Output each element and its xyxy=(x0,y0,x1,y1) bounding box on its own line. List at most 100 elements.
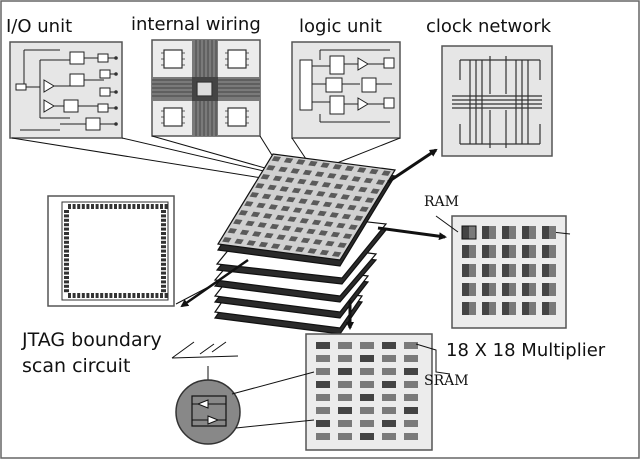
sram-block xyxy=(316,368,330,375)
chip-logic-cell xyxy=(295,246,305,253)
chip-logic-cell xyxy=(238,210,248,216)
multiplier-sram-panel xyxy=(305,333,451,451)
chip-logic-cell xyxy=(276,234,286,240)
jtag-cell xyxy=(123,204,127,209)
ram-block xyxy=(529,283,536,296)
chip-logic-cell xyxy=(290,168,300,174)
jtag-cell xyxy=(127,204,131,209)
jtag-cell xyxy=(72,204,76,209)
ram-highlight-block xyxy=(461,225,477,240)
chip-logic-cell xyxy=(272,175,283,182)
jtag-cell xyxy=(68,293,71,298)
jtag-cell xyxy=(161,223,166,227)
jtag-cell xyxy=(86,204,90,209)
ram-block xyxy=(502,245,509,258)
jtag-cell xyxy=(161,280,166,284)
sram-block xyxy=(404,394,418,401)
ram-block xyxy=(502,226,509,239)
ram-block xyxy=(529,226,536,239)
jtag-cell xyxy=(118,293,122,298)
arrow-to-clock-network xyxy=(387,148,438,184)
chip-logic-cell xyxy=(358,186,368,193)
ram-block xyxy=(462,226,469,239)
sram-block xyxy=(382,394,396,401)
jtag-cell xyxy=(64,254,69,257)
chip-logic-cell xyxy=(333,183,344,190)
chip-logic-cell xyxy=(239,229,250,236)
ram-block xyxy=(462,302,469,315)
chip-logic-cell xyxy=(381,170,391,176)
internal-wiring-panel xyxy=(151,39,261,137)
sram-block xyxy=(360,407,374,414)
chip-logic-cell xyxy=(291,187,302,194)
ram-block xyxy=(462,283,469,296)
jtag-cell xyxy=(161,236,166,240)
jtag-cell xyxy=(155,204,159,209)
ram-block xyxy=(549,283,556,296)
chip-logic-cell xyxy=(266,165,276,171)
chip-logic-cell xyxy=(324,221,334,227)
chip-logic-cell xyxy=(244,201,254,207)
jtag-cell xyxy=(160,204,163,209)
jtag-cell xyxy=(64,218,69,222)
ram-block-grid xyxy=(461,225,556,315)
sram-block xyxy=(404,342,418,349)
jtag-cell xyxy=(64,258,69,262)
jtag-cell xyxy=(64,240,69,244)
jtag-cell xyxy=(161,232,166,235)
jtag-cell xyxy=(137,204,140,209)
sram-block xyxy=(316,342,330,349)
chip-logic-cell xyxy=(346,185,356,191)
ram-block xyxy=(469,302,476,315)
jtag-cell xyxy=(155,293,159,298)
chip-logic-cell xyxy=(370,188,380,194)
jtag-cell xyxy=(64,227,69,231)
sram-block xyxy=(404,433,418,440)
clock-network-panel xyxy=(441,45,553,157)
chip-logic-cell-grid xyxy=(222,156,391,257)
chip-logic-cell xyxy=(342,233,353,239)
jtag-boundary-panel xyxy=(47,195,175,307)
sram-block xyxy=(404,407,418,414)
ram-block xyxy=(529,264,536,277)
sram-block xyxy=(360,394,374,401)
chip-logic-cell xyxy=(369,168,379,175)
jtag-cell xyxy=(161,245,166,249)
chip-logic-cell xyxy=(283,245,293,251)
chip-logic-cell xyxy=(292,207,303,213)
ram-block xyxy=(462,245,469,258)
chip-logic-cell xyxy=(271,156,281,162)
chip-logic-cell xyxy=(303,189,314,195)
ram-block xyxy=(529,245,536,258)
chip-logic-cell xyxy=(246,240,256,246)
ram-block xyxy=(469,283,476,296)
jtag-cell xyxy=(64,245,69,249)
ram-block xyxy=(482,245,489,258)
jtag-cell xyxy=(100,293,104,298)
ram-block xyxy=(522,245,529,258)
sram-block xyxy=(360,355,374,362)
jtag-cell xyxy=(64,214,69,218)
chip-logic-cell xyxy=(353,215,364,221)
jtag-cell xyxy=(161,240,166,244)
jtag-cell xyxy=(161,284,166,288)
ram-block xyxy=(489,245,496,258)
jtag-cell xyxy=(104,204,108,209)
sram-block xyxy=(360,381,374,388)
jtag-label-line1: JTAG boundary xyxy=(21,329,162,351)
jtag-cell xyxy=(164,293,168,298)
chip-logic-cell xyxy=(283,157,294,164)
sram-block xyxy=(316,420,330,427)
chip-logic-cell xyxy=(267,184,277,191)
chip-logic-cell xyxy=(318,230,328,236)
jtag-cell xyxy=(146,204,150,209)
chip-logic-cell xyxy=(325,240,335,247)
chip-logic-cell xyxy=(340,194,350,200)
jtag-cell xyxy=(72,293,76,298)
ram-block xyxy=(482,264,489,277)
ram-block xyxy=(509,264,516,277)
chip-logic-cell xyxy=(351,176,361,182)
internal-wiring-label: internal wiring xyxy=(131,14,261,35)
ram-block xyxy=(502,302,509,315)
chip-logic-cell xyxy=(299,218,309,224)
